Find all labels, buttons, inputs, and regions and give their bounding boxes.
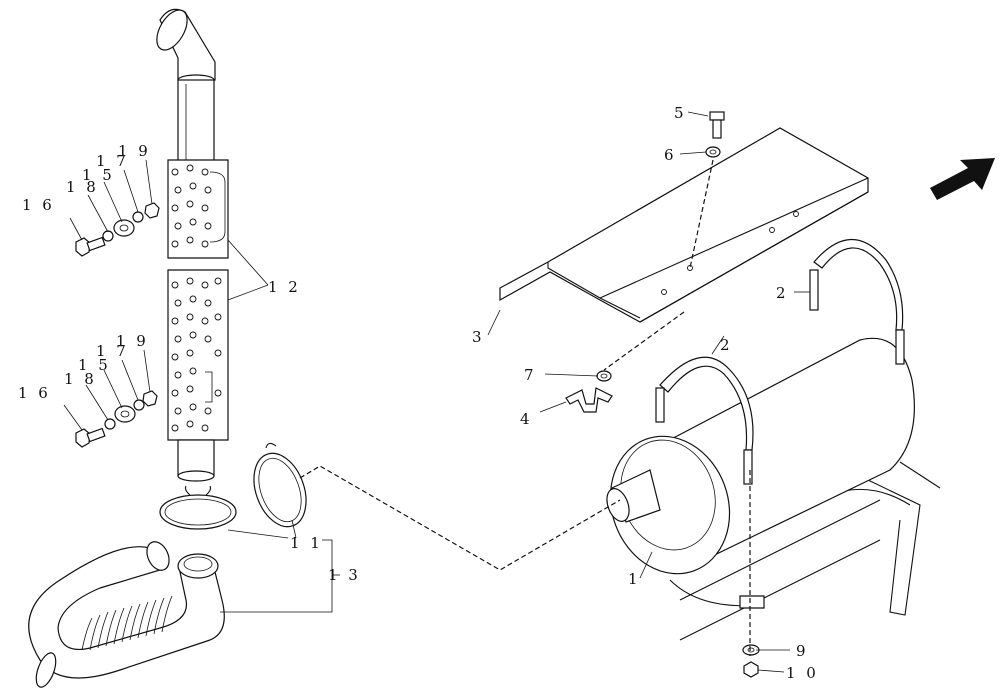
flex-elbow-pipe xyxy=(28,541,225,688)
muffler-support-frame xyxy=(669,461,941,641)
callout-4: 4 xyxy=(520,410,533,428)
bracket-4 xyxy=(565,387,613,413)
callout-7: 7 xyxy=(524,366,537,384)
callout-19-upper: 1 9 xyxy=(118,142,151,160)
callout-1: 1 xyxy=(628,570,641,588)
callout-2-rear: 2 xyxy=(776,284,789,302)
callout-5: 5 xyxy=(674,104,687,122)
assembly-dashed-lines xyxy=(299,159,751,656)
callout-3: 3 xyxy=(472,328,485,346)
muffler xyxy=(606,337,915,575)
direction-arrow-icon xyxy=(930,158,995,200)
washer-7 xyxy=(596,370,612,382)
callout-labels: 1 6 1 8 1 5 1 7 1 9 1 6 1 8 1 5 1 7 1 9 … xyxy=(18,104,819,682)
callout-13: 1 3 xyxy=(328,566,361,584)
strap-2-front xyxy=(655,356,754,485)
bolt-5 xyxy=(709,111,725,139)
nut-10 xyxy=(743,661,759,678)
callout-18-upper: 1 8 xyxy=(66,178,99,196)
callout-9: 9 xyxy=(796,642,809,660)
perforation-holes xyxy=(171,164,222,432)
strap-2-rear xyxy=(809,238,905,365)
washer-6 xyxy=(705,146,721,158)
callout-16-upper: 1 6 xyxy=(22,196,55,214)
heat-shield xyxy=(499,127,869,323)
callout-6: 6 xyxy=(664,146,677,164)
callout-15-upper: 1 5 xyxy=(82,166,115,184)
clamp-ring-flat xyxy=(159,485,237,530)
callout-17-upper: 1 7 xyxy=(96,152,129,170)
callout-2-front: 2 xyxy=(720,336,733,354)
callout-19-lower: 1 9 xyxy=(116,332,149,350)
callout-10: 1 0 xyxy=(786,664,819,682)
leader-lines xyxy=(63,111,810,673)
callout-18-lower: 1 8 xyxy=(64,370,97,388)
exhaust-stack xyxy=(156,8,229,482)
callout-16-lower: 1 6 xyxy=(18,384,51,402)
strap-lower-saddle xyxy=(739,595,765,609)
clamp-ring-upright xyxy=(253,442,307,528)
washer-9 xyxy=(742,644,760,656)
callout-12: 1 2 xyxy=(268,278,301,296)
lower-bolt-set xyxy=(75,390,158,448)
callout-11: 1 1 xyxy=(290,534,323,552)
callout-15-lower: 1 5 xyxy=(78,356,111,374)
callout-17-lower: 1 7 xyxy=(96,342,129,360)
upper-bolt-set xyxy=(75,202,160,257)
